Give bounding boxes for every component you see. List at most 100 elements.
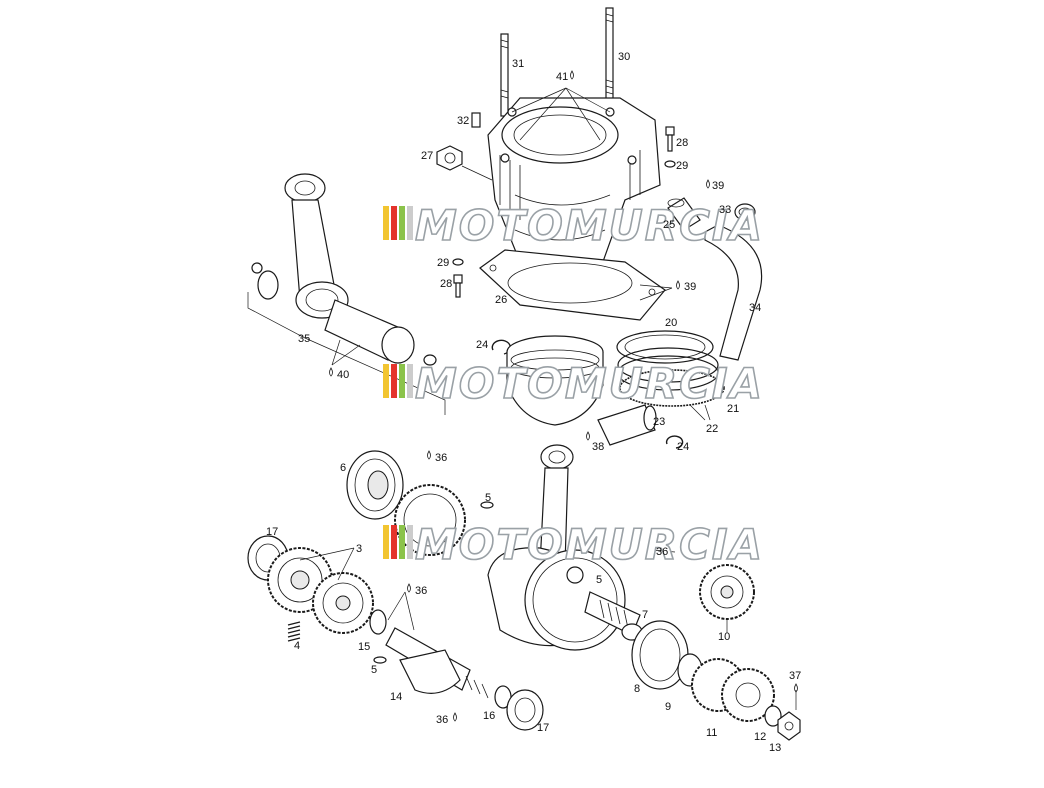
washer-29-bottom [452, 258, 464, 266]
pin-32 [471, 112, 481, 128]
callout-label: 36 [656, 546, 668, 558]
connecting-rod-center [539, 444, 574, 566]
bolt-28-top [665, 126, 675, 152]
watermark-stripe-red [391, 364, 397, 398]
coolant-hose-34 [704, 224, 763, 361]
nut-13 [777, 711, 801, 741]
piston-rings-22 [617, 347, 719, 391]
oil-drop-icons [329, 70, 798, 722]
callout-label: 20 [665, 317, 677, 329]
gear-11 [691, 658, 775, 722]
oil-drop-icon [453, 712, 457, 722]
callout-label: 24 [476, 339, 488, 351]
callout-labels: 30 31 41 32 28 27 29 39 33 25 29 28 26 3… [266, 51, 801, 754]
callout-label: 5 [485, 492, 491, 504]
callout-label: 39 [712, 180, 724, 192]
callout-label: 24 [677, 441, 689, 453]
washer-15 [369, 609, 387, 635]
callout-label: 21 [727, 403, 739, 415]
callout-label: 5 [371, 664, 377, 676]
callout-label: 29 [437, 257, 449, 269]
key-5-bottom [373, 656, 387, 664]
balance-shaft-14 [385, 627, 489, 699]
hose-fitting-25 [667, 197, 701, 231]
callout-label: 6 [340, 462, 346, 474]
watermark-stripe-green [399, 206, 405, 240]
callout-label: 25 [663, 219, 675, 231]
oil-drop-icon [794, 683, 798, 693]
watermark-stripe-yellow [383, 364, 389, 398]
callout-label: 12 [754, 731, 766, 743]
callout-label: 14 [390, 691, 402, 703]
callout-label: 9 [665, 701, 671, 713]
callout-label: 17 [266, 526, 278, 538]
callout-label: 33 [719, 204, 731, 216]
callout-label: 10 [718, 631, 730, 643]
callout-label: 27 [421, 150, 433, 162]
callout-label: 5 [596, 574, 602, 586]
piston-ring-20 [616, 330, 714, 364]
callout-label: 7 [642, 609, 648, 621]
oil-drop-icon [586, 431, 590, 441]
watermark-stripe-yellow [383, 206, 389, 240]
bearing-6 [346, 450, 404, 520]
watermark-stripe-green [399, 364, 405, 398]
callout-label: 29 [676, 160, 688, 172]
piston-pin-23 [597, 404, 657, 446]
callout-label: 22 [706, 423, 718, 435]
watermark-text: MOTOMURCIA [415, 520, 764, 569]
callout-label: 17 [537, 722, 549, 734]
callout-label: 23 [653, 416, 665, 428]
watermark-stripe-grey [407, 206, 413, 240]
callout-label: 39 [684, 281, 696, 293]
bearing-17-right [506, 689, 544, 731]
callout-label: 16 [483, 710, 495, 722]
cylinder-block [487, 87, 661, 271]
callout-label: 3 [356, 543, 362, 555]
oil-drop-icon [329, 367, 333, 377]
watermark-stripe-grey [407, 364, 413, 398]
cylinder-stud-30 [605, 7, 614, 109]
callout-label: 8 [634, 683, 640, 695]
watermark-middle: MOTOMURCIA [383, 358, 764, 409]
oil-drop-icon [706, 179, 710, 189]
callout-label: 35 [298, 333, 310, 345]
callout-label: 36 [435, 452, 447, 464]
washer-12 [764, 705, 782, 727]
watermark-stripe-red [391, 206, 397, 240]
watermark-bottom: MOTOMURCIA [383, 519, 764, 570]
nut-27 [436, 145, 493, 181]
oil-drop-icon [427, 450, 431, 460]
washer-29-top [664, 160, 676, 168]
connecting-rod-assembly-35 [247, 173, 446, 415]
gear-10 [699, 564, 755, 620]
callout-label: 26 [495, 294, 507, 306]
callout-label: 36 [415, 585, 427, 597]
callout-label: 38 [592, 441, 604, 453]
callout-label: 28 [440, 278, 452, 290]
bolt-28-bottom [453, 274, 463, 298]
oil-drop-icon [407, 583, 411, 593]
callout-label: 31 [512, 58, 524, 70]
watermark-stripe-grey [407, 525, 413, 559]
callout-label: 28 [676, 137, 688, 149]
callout-label: 4 [294, 640, 300, 652]
watermark-stripe-red [391, 525, 397, 559]
callout-label: 40 [337, 369, 349, 381]
gear-3-secondary [312, 572, 374, 634]
cylinder-base-gasket-26 [479, 249, 666, 321]
callout-label: 34 [749, 302, 761, 314]
callout-label: 37 [789, 670, 801, 682]
callout-label: 15 [358, 641, 370, 653]
watermark-text: MOTOMURCIA [415, 359, 764, 408]
watermark-top: MOTOMURCIA [383, 200, 763, 251]
callout-label: 41 [556, 71, 568, 83]
watermark-stripe-yellow [383, 525, 389, 559]
callout-label: 13 [769, 742, 781, 754]
oil-ring-21 [619, 369, 725, 407]
callout-label: 36 [436, 714, 448, 726]
key-5-top [480, 501, 494, 509]
callout-label: 32 [457, 115, 469, 127]
cylinder-stud-31 [500, 33, 509, 117]
